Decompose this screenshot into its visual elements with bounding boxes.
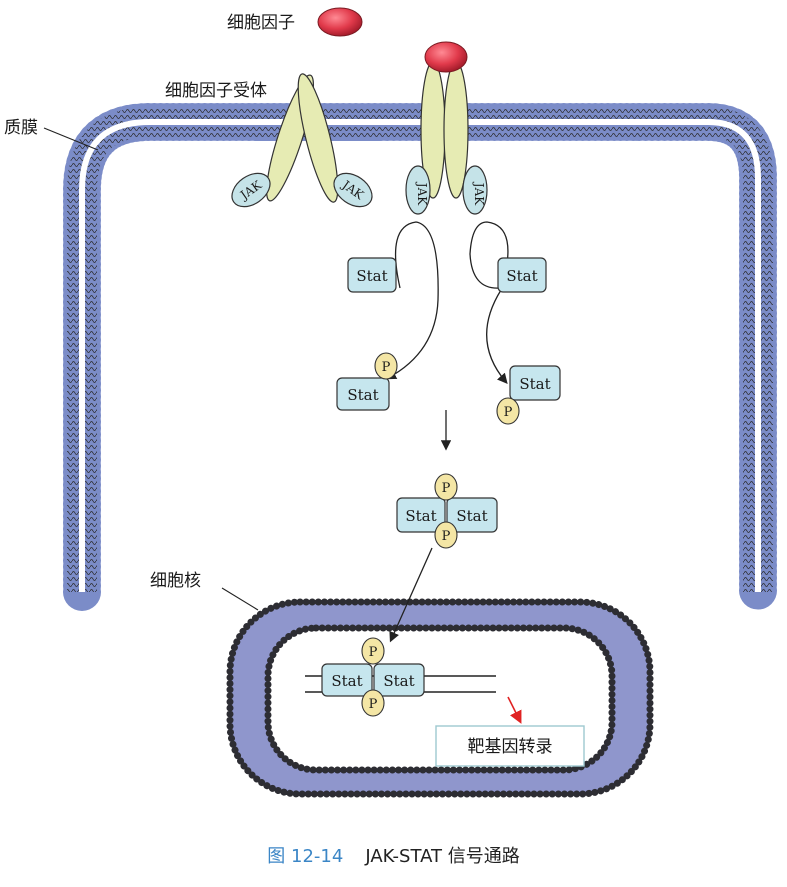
stat-label: Stat bbox=[331, 672, 362, 690]
label-nucleus: 细胞核 bbox=[150, 571, 201, 591]
stat-unphosphorylated-left: Stat bbox=[347, 257, 397, 293]
free-cytokine bbox=[317, 7, 363, 37]
stat-unphosphorylated-right: Stat bbox=[497, 257, 547, 293]
stat-label: Stat bbox=[506, 267, 537, 285]
phospho-label: P bbox=[369, 645, 378, 660]
jak-left-2: JAK bbox=[333, 172, 373, 208]
stat-label: Stat bbox=[405, 507, 436, 525]
arrow-left-activation bbox=[385, 221, 439, 380]
jak-right-2: JAK bbox=[462, 165, 488, 215]
target-gene-label: 靶基因转录 bbox=[468, 737, 553, 757]
label-membrane: 质膜 bbox=[4, 118, 38, 138]
stat-label: Stat bbox=[383, 672, 414, 690]
bound-cytokine bbox=[424, 41, 468, 73]
stat-label: Stat bbox=[347, 386, 378, 404]
phospho-label: P bbox=[382, 360, 391, 375]
receptor-right: JAK JAK bbox=[405, 41, 488, 215]
arrow-right-activation bbox=[469, 221, 509, 384]
transcription-arrow bbox=[507, 696, 522, 724]
jak-label: JAK bbox=[472, 181, 486, 206]
jak-left-1: JAK bbox=[231, 172, 271, 208]
jak-label: JAK bbox=[415, 181, 429, 206]
stat-label: Stat bbox=[356, 267, 387, 285]
stat-phosphorylated-left: Stat P bbox=[336, 352, 398, 411]
stat-phosphorylated-right: Stat P bbox=[496, 365, 561, 425]
receptor-left: JAK JAK bbox=[231, 73, 373, 208]
stat-dimer-cytoplasm: Stat Stat P P bbox=[396, 473, 498, 549]
target-gene-box: 靶基因转录 bbox=[435, 725, 585, 767]
phospho-label: P bbox=[369, 697, 378, 712]
figure-number: 图 12-14 bbox=[267, 846, 344, 867]
stat-label: Stat bbox=[456, 507, 487, 525]
phospho-label: P bbox=[442, 529, 451, 544]
arrow-to-nucleus bbox=[389, 547, 433, 643]
label-receptor: 细胞因子受体 bbox=[165, 81, 267, 101]
phospho-label: P bbox=[442, 481, 451, 496]
label-cytokine: 细胞因子 bbox=[227, 13, 295, 33]
nucleus-pointer bbox=[221, 587, 259, 611]
stat-label: Stat bbox=[519, 375, 550, 393]
phospho-label: P bbox=[504, 405, 513, 420]
stat-dimer-nucleus: Stat Stat P P bbox=[321, 637, 425, 717]
figure-title: JAK-STAT 信号通路 bbox=[365, 846, 520, 867]
plasma-membrane bbox=[63, 103, 777, 611]
figure-caption: 图 12-14 JAK-STAT 信号通路 bbox=[0, 842, 787, 868]
membrane-pointer bbox=[43, 127, 99, 151]
jak-right-1: JAK bbox=[405, 165, 431, 215]
